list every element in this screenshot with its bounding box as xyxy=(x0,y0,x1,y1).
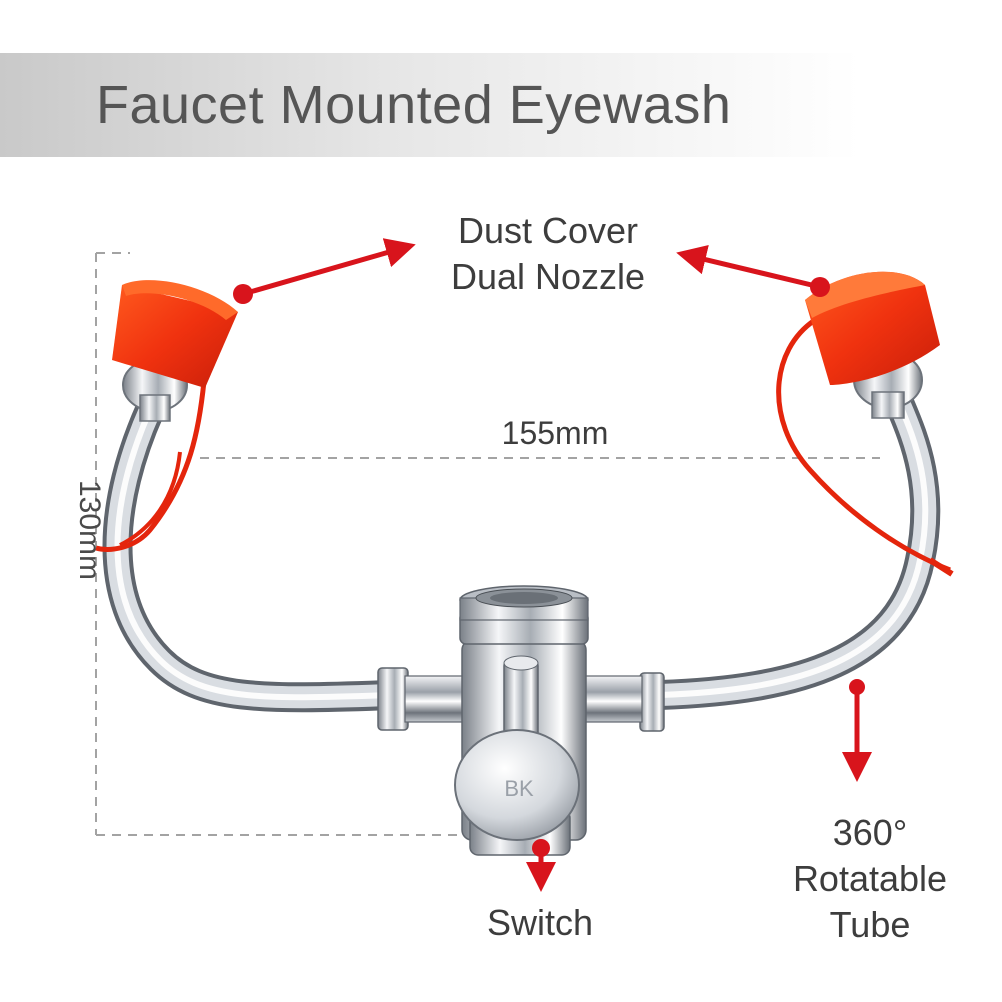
brand-mark: BK xyxy=(504,776,534,801)
callout-arrows xyxy=(242,238,872,892)
height-dimension-line xyxy=(95,252,470,836)
left-cover-tether xyxy=(95,369,208,552)
right-hex-nut xyxy=(579,672,665,732)
right-cap-arrow xyxy=(676,244,821,290)
page-title: Faucet Mounted Eyewash xyxy=(96,75,732,135)
rotation-degrees-line: 360° xyxy=(832,812,908,853)
left-hex-nut xyxy=(377,667,466,731)
switch-knob xyxy=(454,729,580,841)
title-banner xyxy=(0,53,860,157)
switch-label: Switch xyxy=(486,902,594,943)
callout-dots xyxy=(233,277,865,857)
height-label: 130mm xyxy=(73,480,106,580)
dust-cover-line: Dust Cover xyxy=(457,210,639,251)
left-cap-arrow xyxy=(242,238,416,297)
rotatable-tube-label: 360° Rotatable Tube xyxy=(770,810,970,948)
right-cover-tether xyxy=(776,317,951,573)
tube-line: Tube xyxy=(829,904,911,945)
switch-lever xyxy=(503,655,539,751)
left-dust-cover xyxy=(112,280,238,388)
dual-nozzle-line: Dual Nozzle xyxy=(450,256,646,297)
right-dust-cover xyxy=(805,271,940,385)
rotatable-line: Rotatable xyxy=(792,858,948,899)
width-label: 155mm xyxy=(501,415,609,451)
dust-cover-label: Dust Cover Dual Nozzle xyxy=(438,208,658,300)
